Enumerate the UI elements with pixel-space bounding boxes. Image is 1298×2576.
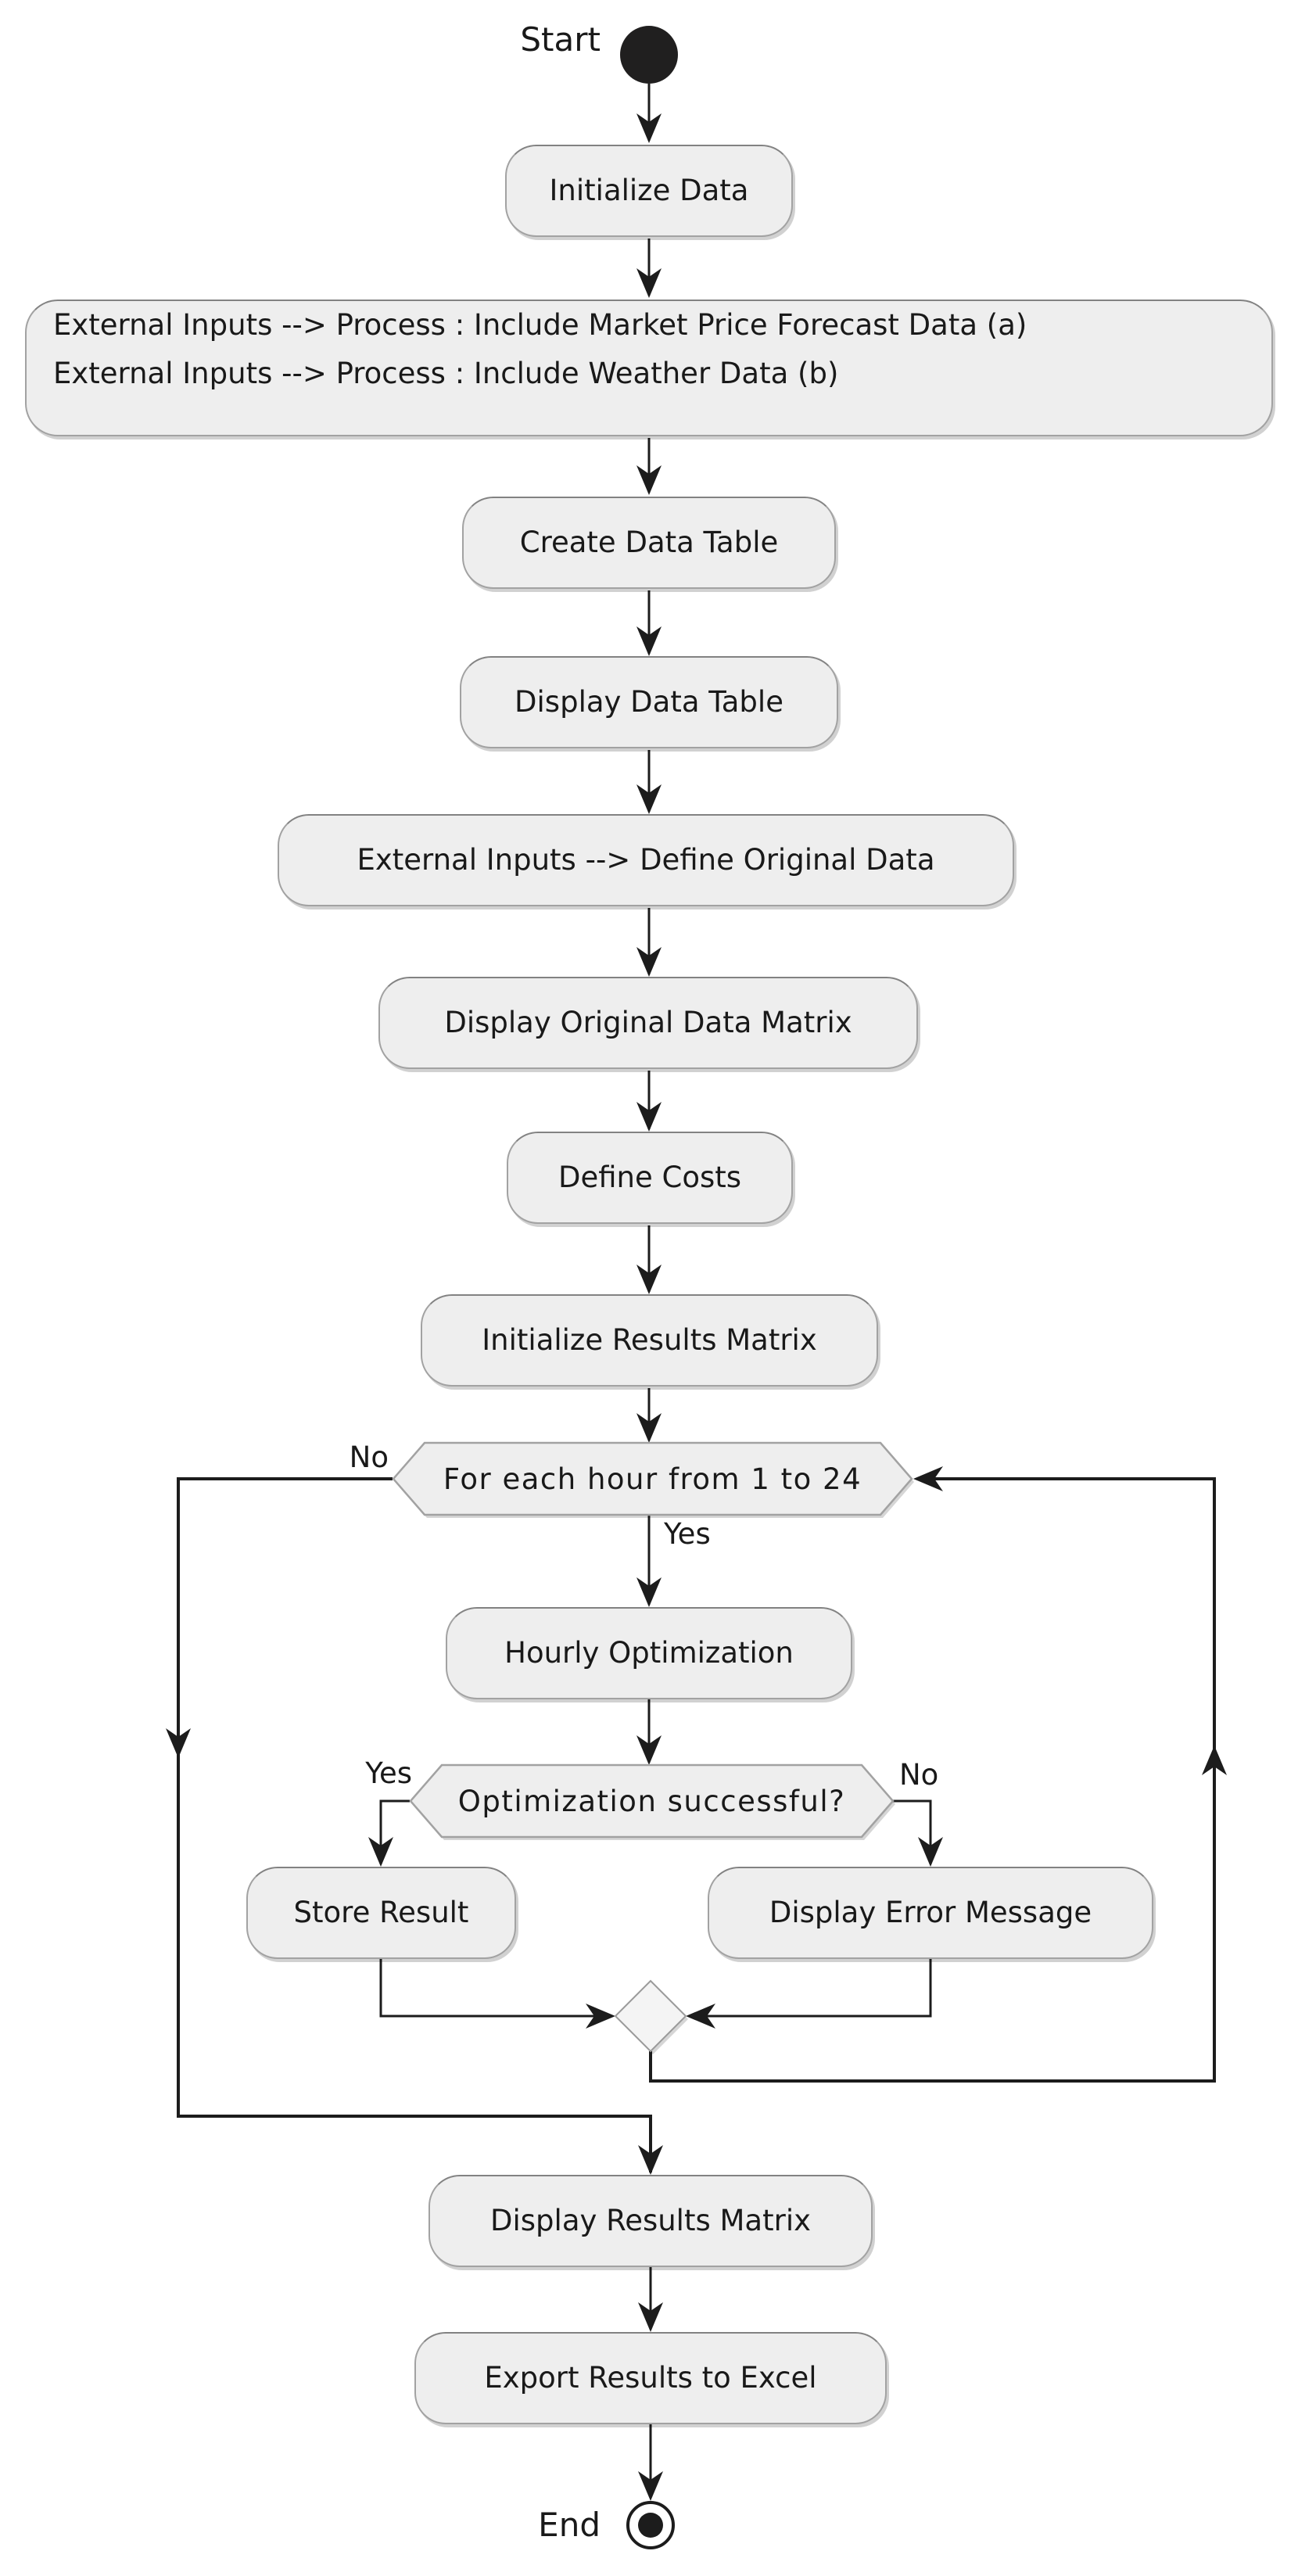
activity-label: Hourly Optimization: [504, 1635, 794, 1670]
activity-label: Display Error Message: [769, 1895, 1092, 1929]
optimization-yes-label: Yes: [365, 1756, 412, 1790]
activity-label: Create Data Table: [519, 525, 779, 559]
arrowhead-down-icon: [636, 1265, 662, 1294]
arrowhead-up-icon: [1202, 1745, 1227, 1775]
arrowhead-down-icon: [636, 947, 662, 977]
arrowhead-down-icon: [636, 1735, 662, 1765]
arrowhead-down-icon: [636, 1102, 662, 1132]
arrowhead-down-icon: [636, 268, 662, 298]
optimization-condition-label: Optimization successful?: [457, 1784, 846, 1818]
activity-store-result: Store Result: [246, 1867, 516, 1959]
arrowhead-down-icon: [166, 1728, 191, 1758]
activity-define-costs: Define Costs: [507, 1132, 793, 1224]
arrowhead-down-icon: [638, 2302, 663, 2332]
arrowhead-down-icon: [918, 1837, 943, 1867]
merge-diamond: [614, 1979, 687, 2053]
loop-hexagon: [392, 1441, 913, 1516]
arrowhead-left-icon: [913, 1466, 943, 1491]
activity-label: Initialize Data: [549, 173, 749, 207]
activity-label: Initialize Results Matrix: [482, 1322, 817, 1357]
activity-label: Display Original Data Matrix: [444, 1005, 852, 1039]
activity-label: Display Data Table: [515, 684, 783, 719]
loop-yes-label: Yes: [664, 1517, 711, 1551]
arrowhead-down-icon: [638, 2471, 663, 2501]
decision-hexagon: [409, 1763, 895, 1839]
arrowhead-right-icon: [586, 2004, 615, 2029]
activity-hourly-optimization: Hourly Optimization: [446, 1607, 852, 1699]
arrowhead-down-icon: [636, 784, 662, 814]
note-line-2: External Inputs --> Process : Include We…: [53, 357, 839, 390]
arrowhead-down-icon: [636, 626, 662, 656]
loop-condition-label: For each hour from 1 to 24: [443, 1462, 862, 1496]
end-node-inner-dot: [638, 2513, 663, 2538]
activity-label: Define Costs: [558, 1160, 742, 1194]
end-node: [626, 2501, 675, 2549]
arrowheads: [166, 113, 1227, 2501]
arrowhead-down-icon: [638, 2145, 663, 2175]
activity-export-results-to-excel: Export Results to Excel: [414, 2332, 887, 2424]
arrowhead-down-icon: [636, 1577, 662, 1607]
activity-label: External Inputs --> Define Original Data: [357, 842, 935, 877]
arrowhead-down-icon: [636, 1413, 662, 1443]
arrowhead-down-icon: [368, 1837, 393, 1867]
edge-loop-no-to-display-results: [177, 1477, 652, 2172]
edge-merge-loopback: [649, 1477, 1216, 2083]
edge-decision-no-to-error: [893, 1799, 932, 1864]
end-label: End: [538, 2506, 601, 2544]
activity-display-original-data-matrix: Display Original Data Matrix: [378, 977, 918, 1069]
activity-display-results-matrix: Display Results Matrix: [428, 2175, 873, 2267]
loop-no-label: No: [349, 1440, 389, 1474]
edge-store-to-merge: [379, 1959, 612, 2018]
arrowhead-down-icon: [636, 113, 662, 143]
optimization-no-label: No: [899, 1758, 939, 1792]
activity-label: Store Result: [293, 1895, 469, 1929]
activity-initialize-data: Initialize Data: [505, 145, 793, 237]
activity-label: Export Results to Excel: [484, 2360, 817, 2395]
activity-external-inputs-note: External Inputs --> Process : Include Ma…: [25, 300, 1273, 436]
start-label: Start: [520, 20, 601, 59]
arrowhead-left-icon: [686, 2004, 715, 2029]
activity-create-data-table: Create Data Table: [462, 497, 836, 589]
activity-initialize-results-matrix: Initialize Results Matrix: [421, 1294, 878, 1387]
activity-label: Display Results Matrix: [490, 2203, 811, 2237]
edge-decision-yes-to-store: [379, 1799, 410, 1864]
activity-display-error-message: Display Error Message: [708, 1867, 1153, 1959]
arrowhead-down-icon: [636, 465, 662, 495]
start-node: [620, 26, 678, 84]
note-line-1: External Inputs --> Process : Include Ma…: [53, 308, 1027, 342]
activity-define-original-data: External Inputs --> Define Original Data: [278, 814, 1014, 906]
activity-display-data-table: Display Data Table: [460, 656, 838, 748]
edge-error-to-merge: [689, 1959, 932, 2018]
